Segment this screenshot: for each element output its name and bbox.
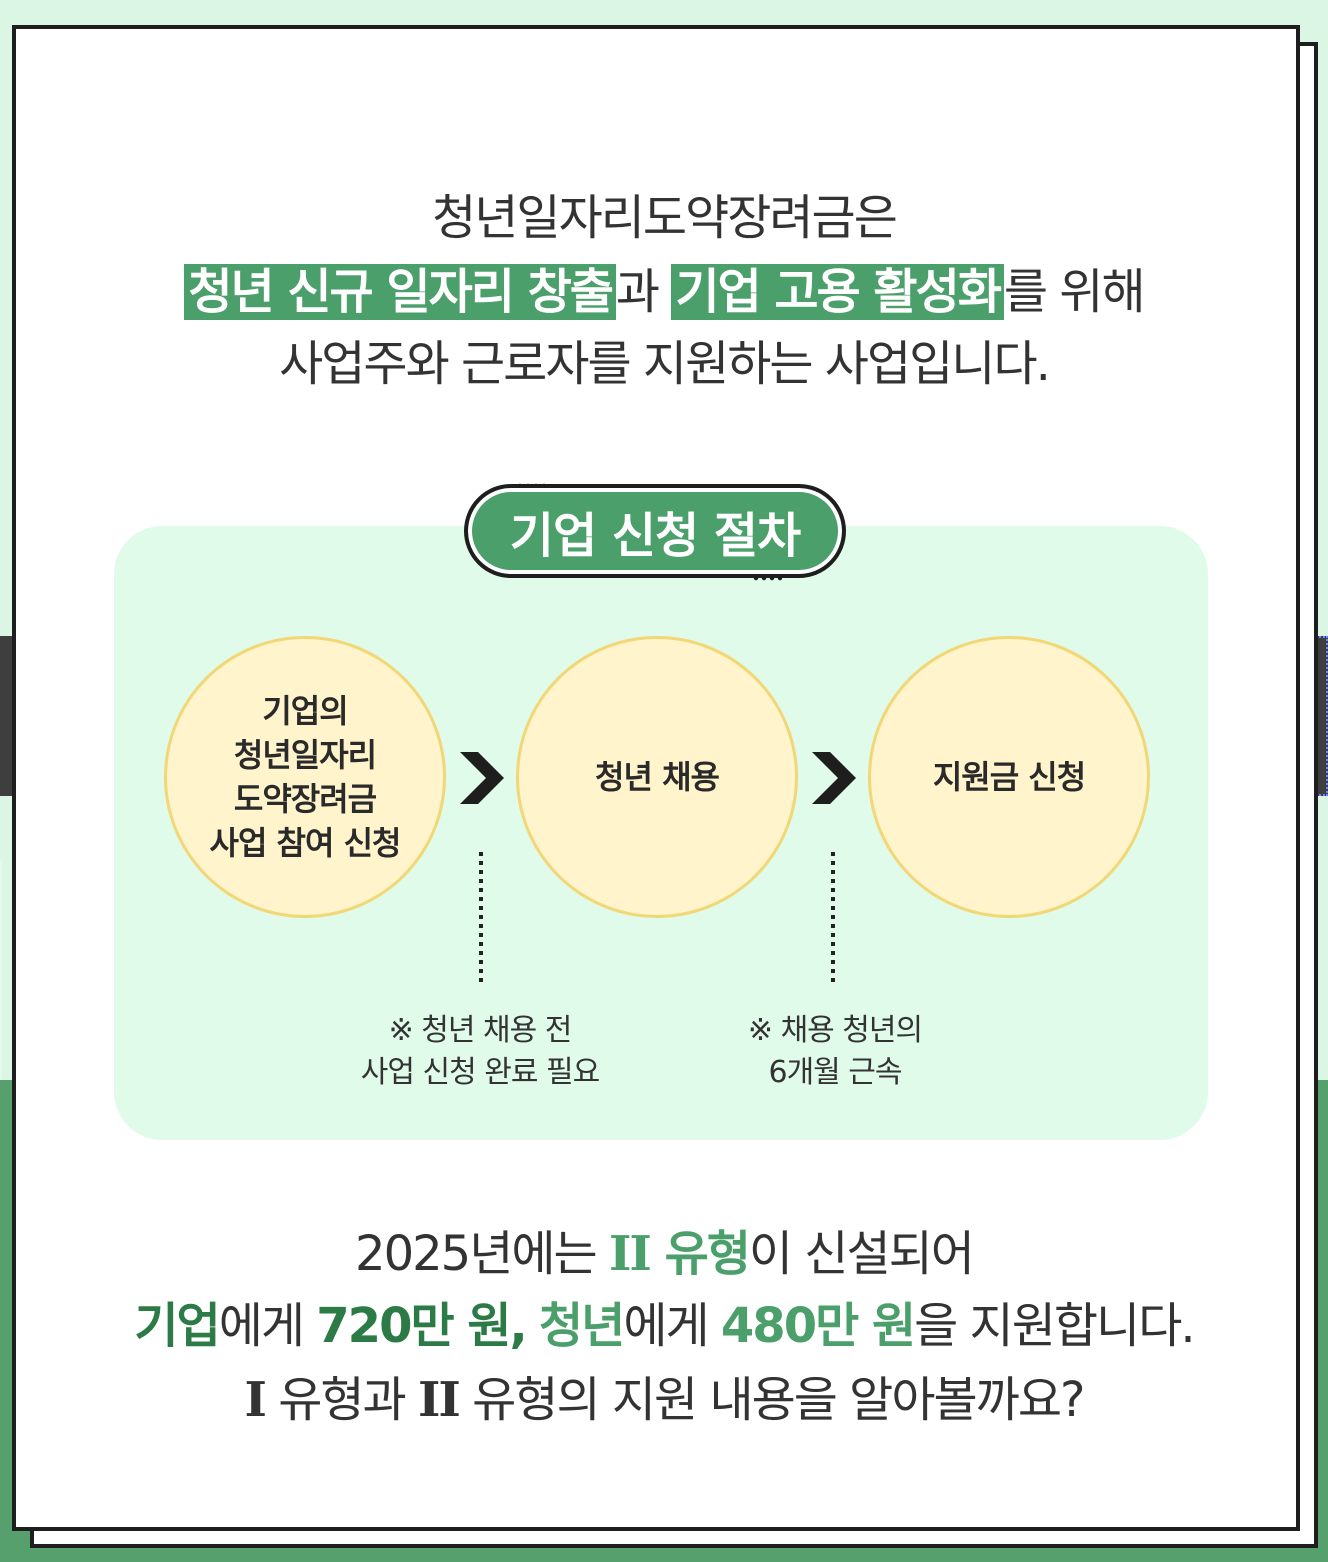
left-side-strip	[0, 636, 14, 796]
pill-decoration-dots	[752, 575, 782, 581]
type-ii-roman: II	[608, 1226, 652, 1282]
highlight-employment: 기업 고용 활성화	[671, 264, 1004, 320]
highlight-job-creation: 청년 신규 일자리 창출	[184, 264, 616, 320]
step-1-circle: 기업의 청년일자리 도약장려금 사업 참여 신청	[164, 636, 446, 918]
youth-amount: 480만 원	[720, 1298, 916, 1354]
intro-line-3: 사업주와 근로자를 지원하는 사업입니다.	[279, 336, 1051, 392]
intro-line-1: 청년일자리도약장려금은	[432, 190, 898, 246]
step-note-2: ※ 채용 청년의 6개월 근속	[747, 1013, 923, 1090]
process-title: 기업 신청 절차	[464, 484, 846, 578]
chevron-right-icon	[812, 752, 856, 804]
company-amount: 720만 원,	[316, 1298, 527, 1354]
outro-line-3: I 유형과 II 유형의 지원 내용을 알아볼까요?	[244, 1372, 1086, 1428]
type-ii-roman: II	[417, 1372, 461, 1428]
step-2-circle: 청년 채용	[516, 636, 798, 918]
step-note-1: ※ 청년 채용 전 사업 신청 완료 필요	[360, 1013, 600, 1090]
dotted-connector	[479, 852, 483, 986]
step-3-circle: 지원금 신청	[868, 636, 1150, 918]
outro-line-1: 2025년에는 II 유형이 신설되어	[355, 1226, 975, 1282]
chevron-right-icon	[460, 752, 504, 804]
type-i-roman: I	[244, 1372, 267, 1428]
intro-line-2: 청년 신규 일자리 창출과 기업 고용 활성화를 위해	[0, 252, 1328, 322]
outro-line-2: 기업에게 720만 원, 청년에게 480만 원을 지원합니다.	[134, 1298, 1195, 1354]
dotted-connector	[831, 852, 835, 986]
